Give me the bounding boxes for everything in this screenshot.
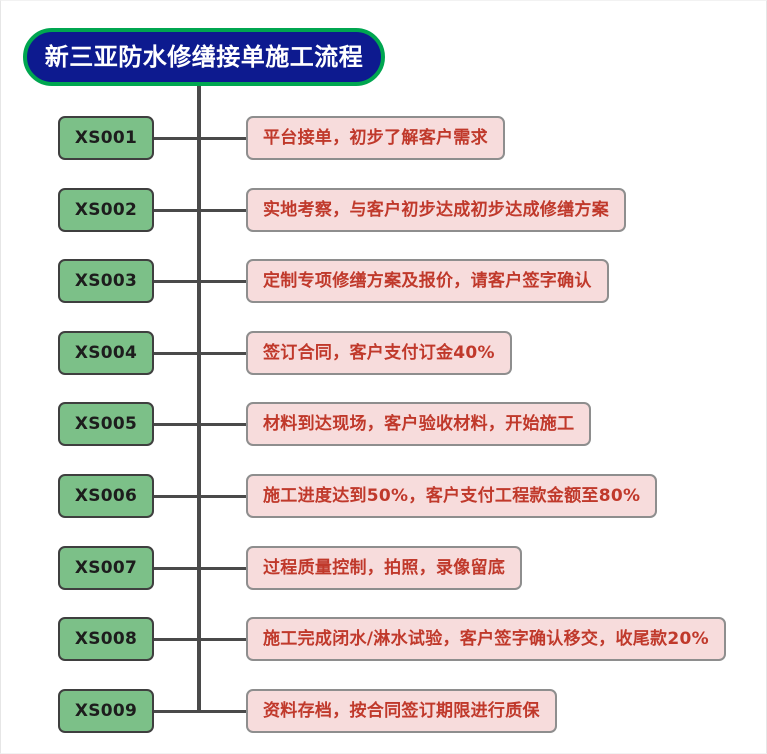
step-code-box[interactable]: XS004 bbox=[58, 331, 154, 375]
step-code-label: XS003 bbox=[74, 270, 138, 291]
step-code-box[interactable]: XS005 bbox=[58, 402, 154, 446]
step-code-label: XS006 bbox=[74, 485, 138, 506]
step-description-label: 定制专项修缮方案及报价，请客户签字确认 bbox=[263, 270, 592, 291]
step-code-label: XS002 bbox=[74, 199, 138, 220]
flowchart-row: XS005 材料到达现场，客户验收材料，开始施工 bbox=[1, 402, 766, 446]
flowchart-row: XS008 施工完成闭水/淋水试验，客户签字确认移交，收尾款20% bbox=[1, 617, 766, 661]
branch-connector bbox=[154, 710, 246, 713]
step-description-label: 过程质量控制，拍照，录像留底 bbox=[263, 557, 506, 578]
step-description-box[interactable]: 材料到达现场，客户验收材料，开始施工 bbox=[246, 402, 592, 446]
flowchart-title-box: 新三亚防水修缮接单施工流程 bbox=[23, 28, 385, 86]
branch-connector bbox=[154, 638, 246, 641]
step-code-box[interactable]: XS002 bbox=[58, 188, 154, 232]
branch-connector bbox=[154, 352, 246, 355]
step-description-box[interactable]: 过程质量控制，拍照，录像留底 bbox=[246, 546, 523, 590]
branch-connector bbox=[154, 567, 246, 570]
step-description-box[interactable]: 施工进度达到50%，客户支付工程款金额至80% bbox=[246, 474, 658, 518]
branch-connector bbox=[154, 280, 246, 283]
step-code-label: XS007 bbox=[74, 557, 138, 578]
flowchart-row: XS001 平台接单，初步了解客户需求 bbox=[1, 116, 766, 160]
step-description-box[interactable]: 平台接单，初步了解客户需求 bbox=[246, 116, 505, 160]
flowchart-row: XS006 施工进度达到50%，客户支付工程款金额至80% bbox=[1, 474, 766, 518]
step-description-label: 实地考察，与客户初步达成初步达成修缮方案 bbox=[263, 199, 609, 220]
step-description-box[interactable]: 签订合同，客户支付订金40% bbox=[246, 331, 512, 375]
branch-connector bbox=[154, 495, 246, 498]
step-description-box[interactable]: 资料存档，按合同签订期限进行质保 bbox=[246, 689, 557, 733]
step-code-box[interactable]: XS003 bbox=[58, 259, 154, 303]
flowchart-row: XS007 过程质量控制，拍照，录像留底 bbox=[1, 546, 766, 590]
step-code-label: XS005 bbox=[74, 413, 138, 434]
step-code-box[interactable]: XS006 bbox=[58, 474, 154, 518]
branch-connector bbox=[154, 423, 246, 426]
step-description-label: 签订合同，客户支付订金40% bbox=[263, 342, 495, 363]
step-code-box[interactable]: XS008 bbox=[58, 617, 154, 661]
vertical-connector-spine bbox=[197, 86, 201, 711]
step-code-label: XS001 bbox=[74, 127, 138, 148]
step-description-box[interactable]: 施工完成闭水/淋水试验，客户签字确认移交，收尾款20% bbox=[246, 617, 726, 661]
step-description-box[interactable]: 定制专项修缮方案及报价，请客户签字确认 bbox=[246, 259, 609, 303]
flowchart-row: XS002 实地考察，与客户初步达成初步达成修缮方案 bbox=[1, 188, 766, 232]
step-description-label: 施工完成闭水/淋水试验，客户签字确认移交，收尾款20% bbox=[263, 628, 709, 649]
step-description-label: 施工进度达到50%，客户支付工程款金额至80% bbox=[263, 485, 641, 506]
step-code-box[interactable]: XS007 bbox=[58, 546, 154, 590]
step-description-label: 平台接单，初步了解客户需求 bbox=[263, 127, 488, 148]
flowchart-row: XS003 定制专项修缮方案及报价，请客户签字确认 bbox=[1, 259, 766, 303]
step-code-label: XS004 bbox=[74, 342, 138, 363]
flowchart-row: XS004 签订合同，客户支付订金40% bbox=[1, 331, 766, 375]
step-description-label: 材料到达现场，客户验收材料，开始施工 bbox=[263, 413, 575, 434]
step-code-label: XS009 bbox=[74, 700, 138, 721]
step-description-label: 资料存档，按合同签订期限进行质保 bbox=[263, 700, 540, 721]
step-code-box[interactable]: XS001 bbox=[58, 116, 154, 160]
step-code-box[interactable]: XS009 bbox=[58, 689, 154, 733]
step-code-label: XS008 bbox=[74, 628, 138, 649]
branch-connector bbox=[154, 209, 246, 212]
branch-connector bbox=[154, 137, 246, 140]
flowchart-row: XS009 资料存档，按合同签订期限进行质保 bbox=[1, 689, 766, 733]
step-description-box[interactable]: 实地考察，与客户初步达成初步达成修缮方案 bbox=[246, 188, 626, 232]
page-title: 新三亚防水修缮接单施工流程 bbox=[44, 43, 364, 71]
